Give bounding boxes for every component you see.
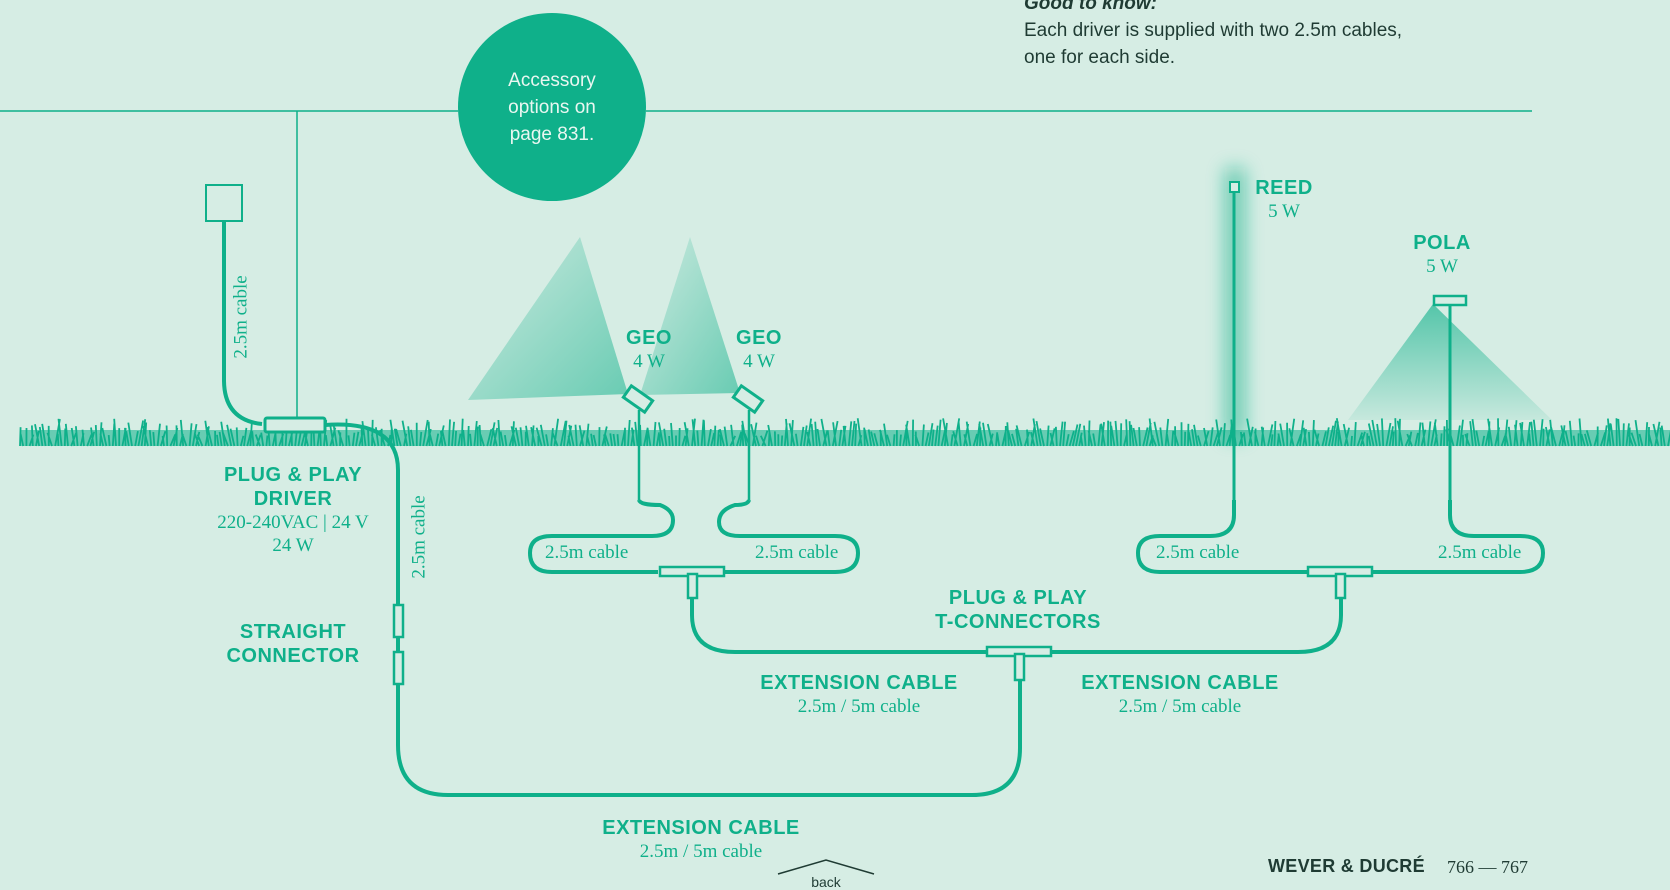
driver-line1: PLUG & PLAY bbox=[223, 464, 363, 486]
geo2-power: 4 W bbox=[743, 351, 775, 372]
pola-fixture bbox=[1372, 294, 1546, 574]
driver-spec2: 24 W bbox=[272, 535, 314, 556]
supply-cable bbox=[222, 221, 263, 426]
note-text-line2: one for each side. bbox=[1024, 47, 1176, 68]
geo1-fixture bbox=[527, 383, 676, 574]
note-heading: Good to know: bbox=[1024, 0, 1157, 14]
geo1-beam bbox=[468, 237, 628, 400]
back-button[interactable]: back bbox=[776, 858, 876, 890]
extension-cable-bottom-label: EXTENSION CABLE 2.5m / 5m cable bbox=[602, 816, 800, 863]
straight-connector-2 bbox=[392, 650, 405, 686]
reed-label: REED 5 W bbox=[1255, 176, 1313, 223]
extension-cable-left bbox=[690, 598, 990, 654]
back-label: back bbox=[811, 874, 841, 890]
good-to-know-note: Good to know: Each driver is supplied wi… bbox=[1024, 0, 1504, 71]
extension-cable-right bbox=[1050, 598, 1343, 654]
t-connector-center bbox=[985, 645, 1053, 682]
t-connectors-label: PLUG & PLAY T-CONNECTORS bbox=[935, 586, 1101, 634]
pola-power: 5 W bbox=[1426, 256, 1458, 277]
reed-name: REED bbox=[1255, 177, 1313, 199]
driver-spec1: 220-240VAC | 24 V bbox=[217, 512, 369, 533]
straight-line2: CONNECTOR bbox=[226, 645, 360, 667]
t-line1: PLUG & PLAY bbox=[948, 587, 1088, 609]
accessory-bubble-text: Accessory options on page 831. bbox=[508, 69, 596, 145]
cable-label-geo-left: 2.5m cable bbox=[545, 542, 629, 563]
ext-bottom-spec: 2.5m / 5m cable bbox=[639, 841, 763, 862]
pola-name: POLA bbox=[1413, 232, 1471, 254]
extension-cable-left-label: EXTENSION CABLE 2.5m / 5m cable bbox=[760, 671, 958, 718]
pola-label: POLA 5 W bbox=[1413, 231, 1471, 278]
junction-box bbox=[205, 184, 243, 222]
geo1-power: 4 W bbox=[633, 351, 665, 372]
extension-cable-right-label: EXTENSION CABLE 2.5m / 5m cable bbox=[1081, 671, 1279, 718]
cable-label-pola: 2.5m cable bbox=[1438, 542, 1522, 563]
t-line2: T-CONNECTORS bbox=[935, 611, 1101, 633]
cable-label-vertical-top: 2.5m cable bbox=[230, 275, 252, 359]
straight-line1: STRAIGHT bbox=[239, 621, 347, 643]
straight-connector-1 bbox=[392, 603, 405, 639]
page-numbers: 766 — 767 bbox=[1447, 857, 1528, 877]
ext-left-title: EXTENSION CABLE bbox=[760, 672, 958, 694]
accessory-bubble[interactable]: Accessory options on page 831. bbox=[458, 13, 646, 201]
geo2-beam bbox=[640, 237, 740, 395]
geo1-label: GEO 4 W bbox=[626, 326, 672, 373]
reed-fixture bbox=[1135, 181, 1310, 574]
plug-play-driver-label: PLUG & PLAY DRIVER 220-240VAC | 24 V 24 … bbox=[217, 463, 368, 557]
cable-label-vertical-mid: 2.5m cable bbox=[408, 495, 430, 579]
reed-power: 5 W bbox=[1268, 201, 1300, 222]
driver-housing bbox=[263, 416, 327, 434]
cable-label-geo-right: 2.5m cable bbox=[755, 542, 839, 563]
back-arrow-icon bbox=[777, 859, 875, 875]
geo2-name: GEO bbox=[736, 327, 782, 349]
ext-left-spec: 2.5m / 5m cable bbox=[797, 696, 921, 717]
ext-right-spec: 2.5m / 5m cable bbox=[1118, 696, 1242, 717]
ext-bottom-title: EXTENSION CABLE bbox=[602, 817, 800, 839]
driver-down-cable bbox=[324, 422, 1022, 797]
brand-name: WEVER & DUCRÉ bbox=[1268, 856, 1425, 876]
cable-label-reed: 2.5m cable bbox=[1156, 542, 1240, 563]
note-text-line1: Each driver is supplied with two 2.5m ca… bbox=[1024, 20, 1403, 41]
geo2-label: GEO 4 W bbox=[736, 326, 782, 373]
geo1-name: GEO bbox=[626, 327, 672, 349]
t-connector-geo bbox=[658, 565, 726, 600]
driver-line2: DRIVER bbox=[253, 488, 333, 510]
straight-connector-label: STRAIGHT CONNECTOR bbox=[226, 620, 359, 668]
t-connector-right bbox=[1306, 565, 1374, 600]
ext-right-title: EXTENSION CABLE bbox=[1081, 672, 1279, 694]
geo2-fixture bbox=[716, 383, 861, 574]
